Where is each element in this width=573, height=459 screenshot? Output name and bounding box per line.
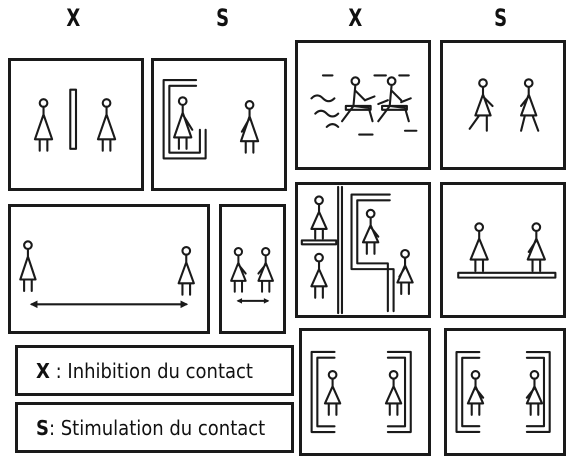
- panel-seated-group: [295, 40, 431, 170]
- panel-stepped-arrangement: [295, 182, 431, 318]
- legend-stimulation: S: Stimulation du contact: [15, 402, 294, 453]
- panel-alcove: [151, 58, 287, 191]
- walking-people-illustration: [443, 43, 563, 167]
- panel-walking-people: [440, 40, 566, 170]
- person-figure-icon: [521, 79, 538, 130]
- double-arrow-icon: [237, 298, 270, 303]
- person-figure-icon: [325, 371, 340, 415]
- legend-text-stimulation: Stimulation du contact: [61, 416, 265, 440]
- column-header-s-2: S: [494, 4, 507, 32]
- person-figure-icon: [528, 223, 545, 271]
- shelf-icon: [302, 240, 336, 244]
- person-figure-icon: [470, 79, 493, 130]
- person-figure-icon: [20, 241, 35, 291]
- separate-alcoves-illustration: [302, 331, 428, 453]
- far-distance-illustration: [11, 207, 207, 331]
- facing-alcoves-illustration: [447, 331, 563, 453]
- person-figure-icon: [35, 99, 52, 151]
- legend-key-s: S: [36, 416, 49, 440]
- column-header-x-1: X: [66, 4, 80, 32]
- legend-text-inhibition: Inhibition du contact: [67, 359, 253, 383]
- seated-group-illustration: [298, 43, 428, 167]
- near-distance-illustration: [222, 207, 283, 331]
- wall-separation-illustration: [11, 61, 141, 188]
- person-figure-icon: [363, 210, 378, 254]
- legend-separator: :: [50, 359, 68, 383]
- person-figure-icon: [386, 371, 401, 415]
- person-figure-icon: [311, 196, 326, 238]
- panel-separate-alcoves: [299, 328, 431, 456]
- person-figure-icon: [231, 248, 246, 292]
- alcove-illustration: [154, 61, 284, 188]
- person-figure-icon: [98, 99, 115, 151]
- person-figure-icon: [527, 371, 542, 415]
- double-arrow-icon: [30, 300, 188, 308]
- panel-wall-separation: [8, 58, 144, 191]
- person-figure-icon: [311, 254, 326, 298]
- column-header-x-2: X: [348, 4, 362, 32]
- bench-illustration: [443, 185, 563, 315]
- person-figure-icon: [174, 97, 192, 149]
- panel-facing-alcoves: [444, 328, 566, 456]
- panel-near-distance: [219, 204, 286, 334]
- alcove-icon: [352, 195, 394, 312]
- legend-key-x: X: [36, 359, 50, 383]
- bench-icon: [458, 273, 555, 278]
- column-header-s-1: S: [216, 4, 229, 32]
- person-figure-icon: [468, 371, 483, 415]
- alcove-icon: [457, 352, 480, 432]
- partition-wall-icon: [70, 90, 76, 149]
- person-figure-icon: [258, 248, 273, 292]
- person-figure-icon: [471, 223, 488, 271]
- person-figure-icon: [241, 101, 258, 153]
- stepped-arrangement-illustration: [298, 185, 428, 315]
- panel-far-distance: [8, 204, 210, 334]
- person-figure-icon: [179, 247, 194, 295]
- panel-bench: [440, 182, 566, 318]
- person-figure-icon: [397, 250, 412, 294]
- legend-inhibition: X : Inhibition du contact: [15, 345, 294, 396]
- legend-separator: :: [49, 416, 61, 440]
- person-figure-icon: [378, 77, 409, 121]
